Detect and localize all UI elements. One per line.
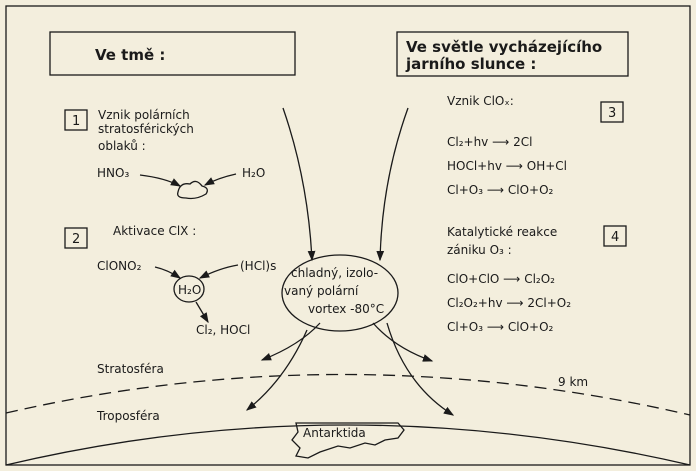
inflow-arrow-left <box>282 107 316 262</box>
hcl-label: (HCl)s <box>240 259 276 273</box>
outflow-arrow <box>372 322 434 362</box>
hno3-label: HNO₃ <box>97 166 129 180</box>
reaction: Cl+O₃ ⟶ ClO+O₂ <box>447 320 554 334</box>
outer-frame <box>5 5 691 466</box>
step-3-heading: Vznik ClOₓ: <box>447 94 514 108</box>
cloud-icon <box>177 180 208 200</box>
inflow-arrow-right <box>376 107 409 262</box>
clono2-label: ClONO₂ <box>97 259 142 273</box>
tropopause-line <box>5 373 691 416</box>
droplet-label: H₂O <box>178 283 201 297</box>
vortex-line-1: chladný, izolo- <box>291 266 378 280</box>
arrow <box>198 264 239 279</box>
reaction: HOCl+hv ⟶ OH+Cl <box>447 159 567 173</box>
droplet <box>173 275 205 303</box>
step-2-box <box>64 227 88 249</box>
light-title-line-1: Ve světle vycházejícího <box>406 38 602 56</box>
step-1-box <box>64 109 88 131</box>
step-1-number: 1 <box>72 114 80 129</box>
dark-title-box <box>49 31 296 76</box>
altitude-label: 9 km <box>558 375 588 389</box>
arrow <box>195 301 209 324</box>
dark-title: Ve tmě : <box>95 46 165 64</box>
antarctica-label: Antarktida <box>303 426 366 440</box>
step-1-line-3: oblaků : <box>98 139 146 153</box>
step-2-number: 2 <box>72 232 80 247</box>
step-2-heading: Aktivace ClX : <box>113 224 196 238</box>
reaction: Cl₂+hv ⟶ 2Cl <box>447 135 532 149</box>
troposphere-label: Troposféra <box>96 409 160 423</box>
step-3-box <box>600 101 624 123</box>
step-1-line-2: stratosférických <box>98 122 194 136</box>
step-4-heading-2: zániku O₃ : <box>447 243 512 257</box>
outflow-arrow <box>245 329 308 411</box>
stratosphere-label: Stratosféra <box>97 362 164 376</box>
step-3-number: 3 <box>608 106 616 121</box>
step-4-box <box>603 225 627 247</box>
step-2-product: Cl₂, HOCl <box>196 323 250 337</box>
earth-surface <box>5 424 691 466</box>
arrow <box>139 174 182 187</box>
light-title-box <box>396 31 629 77</box>
vortex-line-3: vortex -80°C <box>308 302 384 316</box>
polar-vortex <box>281 254 399 332</box>
antarctica-shape <box>291 422 405 459</box>
vortex-line-2: vaný polární <box>284 284 359 298</box>
step-4-heading-1: Katalytické reakce <box>447 225 557 239</box>
reaction: ClO+ClO ⟶ Cl₂O₂ <box>447 272 555 286</box>
step-1-line-1: Vznik polárních <box>98 108 190 122</box>
outflow-arrow <box>386 322 455 416</box>
outflow-arrow <box>260 322 321 361</box>
step-4-number: 4 <box>611 230 619 245</box>
arrow <box>154 266 182 279</box>
h2o-label: H₂O <box>242 166 265 180</box>
light-title-line-2: jarního slunce : <box>405 55 536 73</box>
arrow <box>203 173 237 186</box>
reaction: Cl₂O₂+hv ⟶ 2Cl+O₂ <box>447 296 571 310</box>
reaction: Cl+O₃ ⟶ ClO+O₂ <box>447 183 554 197</box>
